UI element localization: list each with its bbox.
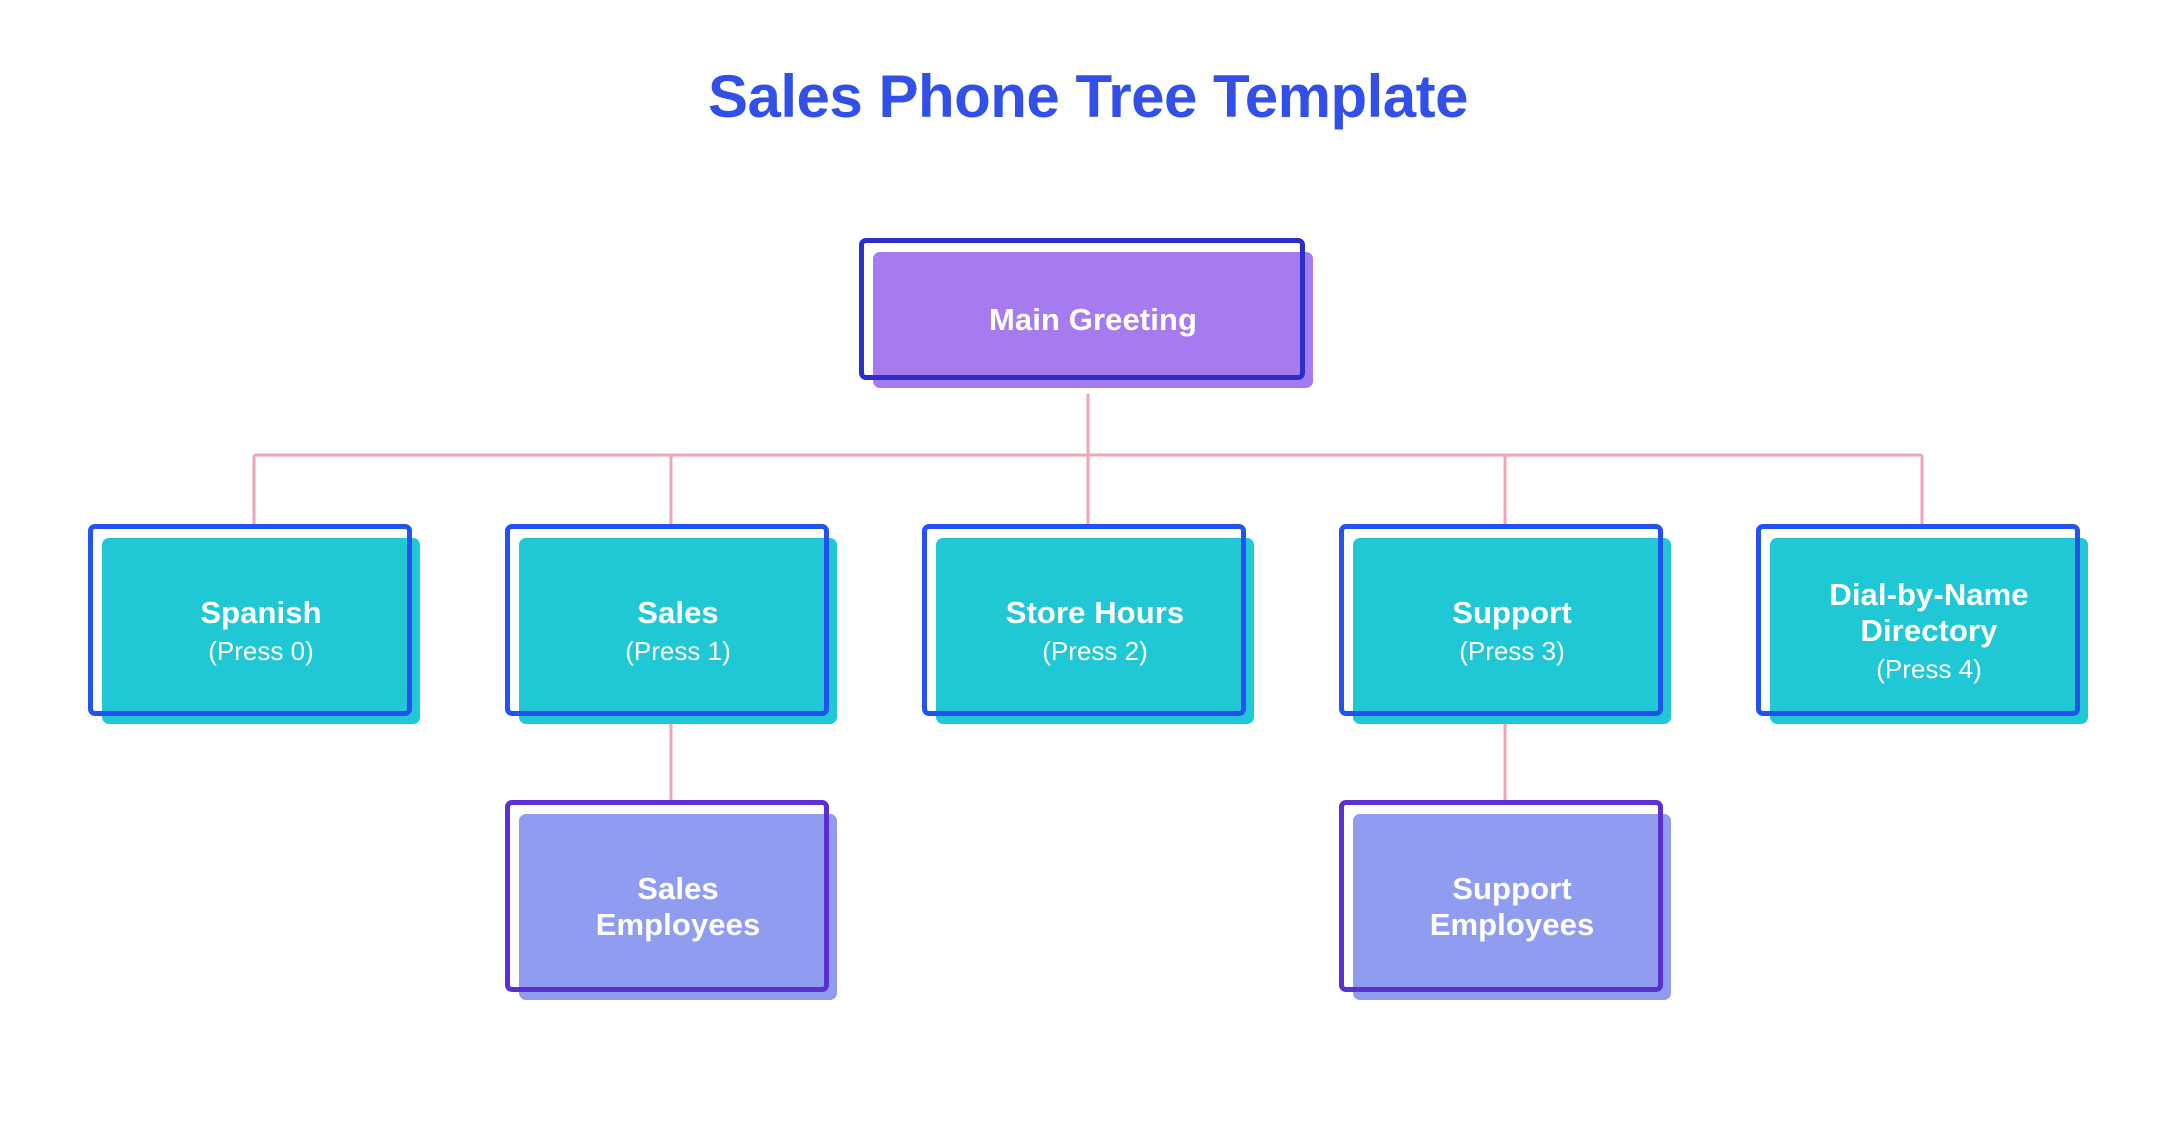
node-fill bbox=[1770, 538, 2088, 724]
node-sales[interactable]: Sales (Press 1) bbox=[505, 524, 837, 724]
node-support-employees[interactable]: Support Employees bbox=[1339, 800, 1671, 1000]
node-frame bbox=[505, 800, 829, 992]
node-store-hours[interactable]: Store Hours (Press 2) bbox=[922, 524, 1254, 724]
node-label-group: Sales Employees bbox=[519, 814, 837, 1000]
node-label-group: Store Hours (Press 2) bbox=[936, 538, 1254, 724]
node-fill bbox=[1353, 814, 1671, 1000]
node-fill bbox=[1353, 538, 1671, 724]
node-support[interactable]: Support (Press 3) bbox=[1339, 524, 1671, 724]
node-frame bbox=[1339, 800, 1663, 992]
node-main-greeting[interactable]: Main Greeting bbox=[859, 238, 1313, 388]
node-title: Main Greeting bbox=[989, 302, 1197, 338]
node-title: Support Employees bbox=[1429, 871, 1595, 942]
node-dial-by-name-directory[interactable]: Dial-by-Name Directory (Press 4) bbox=[1756, 524, 2088, 724]
node-subtitle: (Press 1) bbox=[625, 636, 731, 667]
node-title: Spanish bbox=[200, 595, 322, 631]
node-title: Dial-by-Name Directory bbox=[1829, 577, 2029, 649]
node-title: Support bbox=[1452, 595, 1572, 631]
node-label-group: Support (Press 3) bbox=[1353, 538, 1671, 724]
node-label-group: Sales (Press 1) bbox=[519, 538, 837, 724]
node-sales-employees[interactable]: Sales Employees bbox=[505, 800, 837, 1000]
node-frame bbox=[1756, 524, 2080, 716]
node-frame bbox=[922, 524, 1246, 716]
node-label-group: Main Greeting bbox=[873, 252, 1313, 388]
node-title: Store Hours bbox=[1005, 595, 1185, 631]
node-title: Sales Employees bbox=[595, 871, 761, 942]
node-label-group: Spanish (Press 0) bbox=[102, 538, 420, 724]
node-fill bbox=[873, 252, 1313, 388]
node-fill bbox=[519, 538, 837, 724]
node-fill bbox=[519, 814, 837, 1000]
node-fill bbox=[102, 538, 420, 724]
node-frame bbox=[1339, 524, 1663, 716]
node-subtitle: (Press 0) bbox=[208, 636, 314, 667]
node-spanish[interactable]: Spanish (Press 0) bbox=[88, 524, 420, 724]
node-label-group: Dial-by-Name Directory (Press 4) bbox=[1770, 538, 2088, 724]
node-frame bbox=[859, 238, 1305, 380]
node-subtitle: (Press 3) bbox=[1459, 636, 1565, 667]
page-title: Sales Phone Tree Template bbox=[707, 63, 1469, 130]
node-fill bbox=[936, 538, 1254, 724]
node-title: Sales bbox=[637, 595, 719, 631]
node-subtitle: (Press 2) bbox=[1042, 636, 1148, 667]
node-label-group: Support Employees bbox=[1353, 814, 1671, 1000]
node-frame bbox=[88, 524, 412, 716]
node-subtitle: (Press 4) bbox=[1876, 654, 1982, 685]
node-frame bbox=[505, 524, 829, 716]
